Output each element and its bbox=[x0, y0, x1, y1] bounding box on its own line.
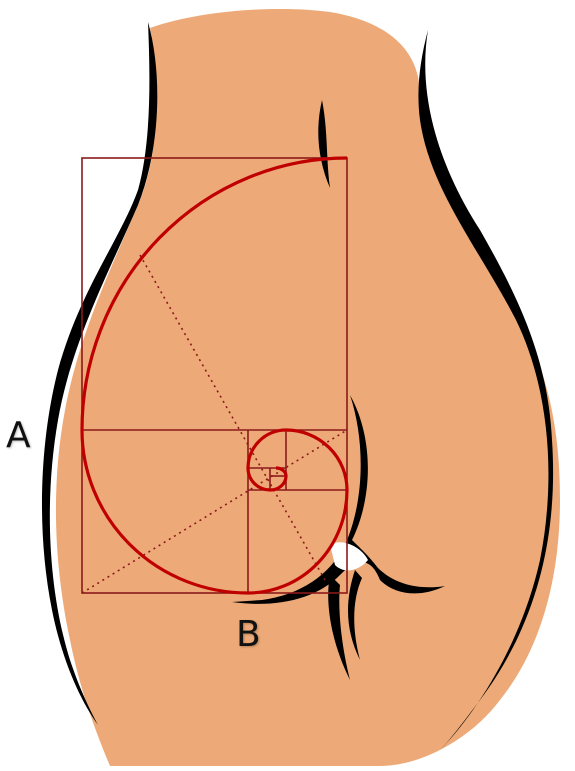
point-label-a: A bbox=[6, 418, 31, 454]
body-silhouette bbox=[56, 9, 560, 766]
point-label-b: B bbox=[236, 617, 261, 653]
